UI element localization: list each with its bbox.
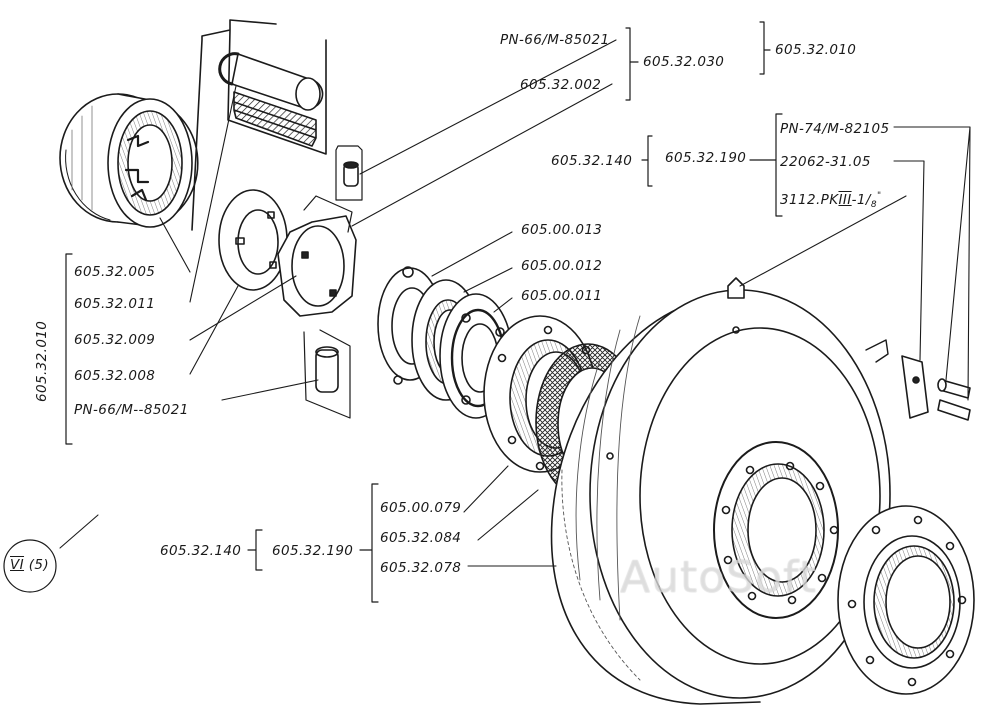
label-left-009: 605.32.009 bbox=[74, 332, 156, 348]
small-pin-bottom bbox=[303, 329, 351, 419]
label-left-pn: PN-66/M--85021 bbox=[74, 402, 189, 418]
bracket-and-bolts bbox=[865, 339, 971, 421]
lock-washer-part bbox=[218, 189, 288, 291]
label-bot-190: 605.32.190 bbox=[272, 543, 354, 559]
label-pn74: PN-74/M-82105 bbox=[780, 121, 890, 137]
label-pk-prefix: 3112.PK bbox=[780, 192, 839, 208]
label-013: 605.00.013 bbox=[521, 222, 603, 238]
view-roman: VI bbox=[10, 557, 25, 573]
label-bot-079: 605.00.079 bbox=[380, 500, 462, 516]
label-012: 605.00.012 bbox=[521, 258, 603, 274]
splined-hub-part bbox=[59, 93, 199, 228]
label-top-002: 605.32.002 bbox=[520, 77, 602, 93]
view-number: (5) bbox=[28, 557, 50, 573]
label-top-pn: PN-66/M-85021 bbox=[500, 32, 610, 48]
leader-lines bbox=[59, 39, 971, 567]
label-bot-078: 605.32.078 bbox=[380, 560, 462, 576]
label-pk-eight: 8 bbox=[870, 200, 877, 210]
label-left-005: 605.32.005 bbox=[74, 264, 156, 280]
label-top-010: 605.32.010 bbox=[775, 42, 857, 58]
label-mid-190: 605.32.190 bbox=[665, 150, 747, 166]
label-22062: 22062-31.05 bbox=[780, 154, 871, 170]
label-pk-slash: / bbox=[865, 192, 871, 208]
label-pk-roman: III bbox=[838, 192, 852, 208]
watermark: AutoSoft bbox=[620, 552, 817, 603]
label-bot-140: 605.32.140 bbox=[160, 543, 242, 559]
label-top-030: 605.32.030 bbox=[643, 54, 725, 70]
cover-plate bbox=[837, 505, 975, 695]
small-pin-top bbox=[335, 145, 363, 201]
brake-drum-078 bbox=[550, 277, 891, 705]
view-marker-circle bbox=[3, 539, 57, 593]
label-mid-140: 605.32.140 bbox=[551, 153, 633, 169]
label-pk-dash-one: -1 bbox=[851, 192, 866, 208]
label-bot-084: 605.32.084 bbox=[380, 530, 462, 546]
view-marker-label: VI (5) bbox=[10, 557, 49, 573]
label-pk-quote: " bbox=[876, 191, 882, 201]
label-011: 605.00.011 bbox=[521, 288, 603, 304]
pin-bundle-part bbox=[191, 19, 327, 231]
label-3112-pk: 3112.PKIII-1/8" bbox=[780, 188, 882, 213]
label-brackets bbox=[65, 21, 783, 603]
label-left-008: 605.32.008 bbox=[74, 368, 156, 384]
label-left-group: 605.32.010 bbox=[34, 320, 50, 402]
plate-part bbox=[277, 195, 357, 317]
label-left-011: 605.32.011 bbox=[74, 296, 156, 312]
